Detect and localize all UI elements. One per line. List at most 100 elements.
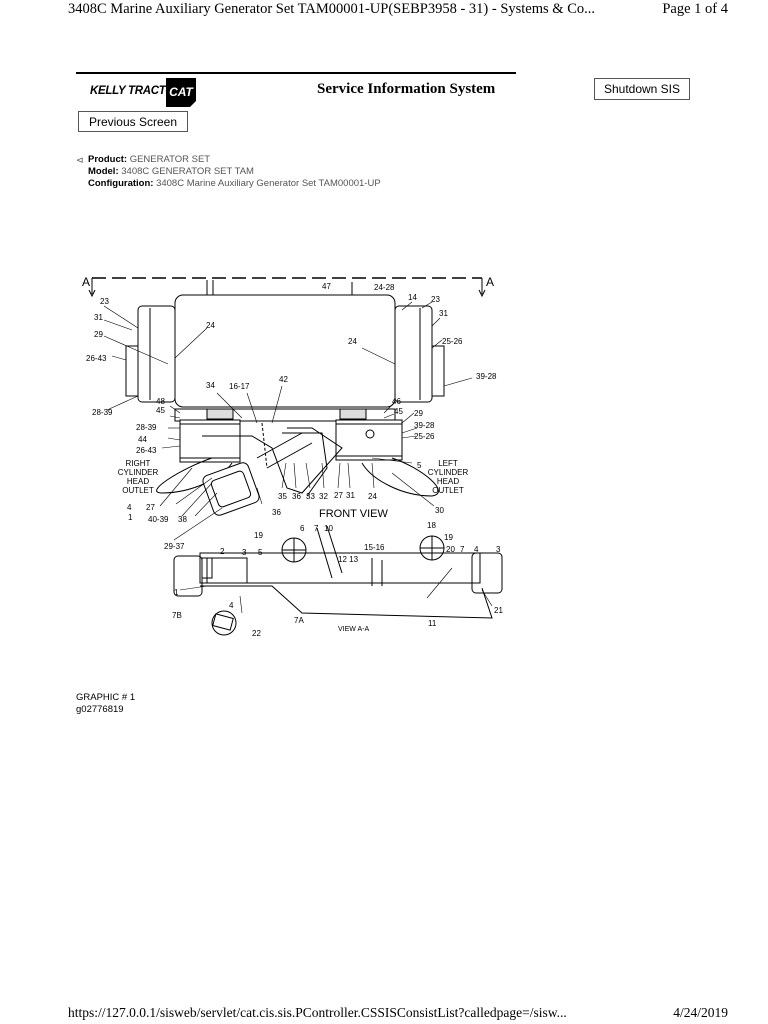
callout-label: 29 (414, 409, 423, 418)
callout-label: 3 (242, 548, 247, 557)
callout-label: 3 (496, 545, 501, 554)
callout-label: 48 (156, 397, 165, 406)
callout-label: 28-39 (136, 423, 157, 432)
document-title: 3408C Marine Auxiliary Generator Set TAM… (68, 1, 595, 17)
callout-label: 46 (392, 397, 401, 406)
callout-label: 36 (292, 492, 301, 501)
right-outlet-line-3: HEAD (127, 477, 149, 486)
callout-label: 5 (258, 548, 263, 557)
callout-label: 19 (444, 533, 453, 542)
sis-title: Service Information System (317, 81, 496, 97)
dealer-logo: KELLY TRACTOR (90, 85, 182, 97)
shutdown-sis-button[interactable]: Shutdown SIS (594, 78, 690, 100)
callout-label: 31 (94, 313, 103, 322)
callout-label: 7A (294, 616, 304, 625)
callout-label: 24-28 (374, 283, 395, 292)
callout-label: 27 (334, 491, 343, 500)
right-outlet-line-4: OUTLET (122, 486, 154, 495)
configuration-value: 3408C Marine Auxiliary Generator Set TAM… (156, 178, 381, 189)
callout-label: 25-26 (414, 432, 435, 441)
callout-label: 27 (146, 503, 155, 512)
view-aa-label: VIEW A-A (338, 626, 369, 633)
left-outlet-line-3: HEAD (437, 477, 459, 486)
callout-label: 7 (460, 545, 465, 554)
callout-label: 24 (206, 321, 215, 330)
callout-label: 29 (94, 330, 103, 339)
callout-label: 18 (427, 521, 436, 530)
callout-label: 28-39 (92, 408, 113, 417)
banner-rule (76, 72, 516, 74)
graphic-number: GRAPHIC # 1 (76, 692, 136, 703)
callout-label: 4 (229, 601, 234, 610)
callout-label: 1 (128, 513, 133, 522)
callout-label: 20 (446, 545, 455, 554)
callout-leaders (103, 301, 493, 614)
section-a-right: A (486, 275, 494, 289)
callout-label: 11 (428, 619, 437, 628)
callout-label: 6 (300, 524, 305, 533)
callout-label: 34 (206, 381, 215, 390)
back-arrow-icon[interactable]: ⊲ (76, 155, 84, 165)
cat-logo: CAT (166, 78, 197, 108)
graphic-caption: GRAPHIC # 1 g02776819 (76, 692, 135, 716)
product-label: Product: (88, 154, 128, 165)
left-outlet-line-2: CYLINDER (428, 468, 469, 477)
callout-label: 39-28 (414, 421, 435, 430)
callout-label: 21 (494, 606, 503, 615)
callout-label: 31 (439, 309, 448, 318)
callout-label: 7B (172, 611, 182, 620)
callout-label: 23 (431, 295, 440, 304)
model-row: Model: 3408C GENERATOR SET TAM (76, 166, 381, 178)
front-view-label: FRONT VIEW (319, 508, 388, 520)
callout-label: 16-17 (229, 382, 250, 391)
right-outlet-line-2: CYLINDER (118, 468, 159, 477)
configuration-row: Configuration: 3408C Marine Auxiliary Ge… (76, 178, 381, 190)
callout-label: 10 (324, 524, 333, 533)
callout-label: 32 (319, 492, 328, 501)
product-info: ⊲ Product: GENERATOR SET Model: 3408C GE… (76, 154, 381, 190)
callout-label: 26-43 (136, 446, 157, 455)
previous-screen-button[interactable]: Previous Screen (78, 111, 188, 132)
callout-label: 45 (394, 407, 403, 416)
callout-label: 15-16 (364, 543, 385, 552)
graphic-id: g02776819 (76, 704, 124, 715)
callout-label: 4 (127, 503, 132, 512)
callout-label: 12 13 (338, 555, 359, 564)
callout-label: 40-39 (148, 515, 169, 524)
footer-url: https://127.0.0.1/sisweb/servlet/cat.cis… (68, 1005, 567, 1020)
left-outlet-line-4: OUTLET (432, 486, 464, 495)
callout-label: 4 (474, 545, 479, 554)
model-label: Model: (88, 166, 119, 177)
callout-label: 29-37 (164, 542, 185, 551)
callout-label: 1 (174, 588, 179, 597)
model-value: 3408C GENERATOR SET TAM (121, 166, 254, 177)
callout-label: 30 (435, 506, 444, 515)
callout-label: 31 (346, 491, 355, 500)
callout-label: 24 (368, 492, 377, 501)
left-outlet-line-1: LEFT (438, 459, 458, 468)
callout-label: 2 (220, 547, 225, 556)
page-number: Page 1 of 4 (662, 1, 728, 17)
callout-label: 26-43 (86, 354, 107, 363)
callout-label: 22 (252, 629, 261, 638)
sis-banner: KELLY TRACTOR CAT Service Information Sy… (76, 72, 692, 110)
callout-label: 36 (272, 508, 281, 517)
exhaust-system-diagram: A A FRONT VIEW VIEW A-A RIGHT CYLINDER H… (82, 275, 503, 638)
right-outlet-line-1: RIGHT (126, 459, 151, 468)
callout-label: 7 (314, 524, 319, 533)
callout-label: 5 (417, 461, 422, 470)
section-a-left: A (82, 275, 90, 289)
product-row: Product: GENERATOR SET (76, 154, 381, 166)
callout-label: 19 (254, 531, 263, 540)
product-value: GENERATOR SET (129, 154, 211, 165)
diagram-labels: A A FRONT VIEW VIEW A-A RIGHT CYLINDER H… (82, 275, 503, 638)
callout-label: 45 (156, 406, 165, 415)
footer-date: 4/24/2019 (673, 1005, 728, 1020)
callout-label: 14 (408, 293, 417, 302)
configuration-label: Configuration: (88, 178, 154, 189)
callout-label: 25-26 (442, 337, 463, 346)
callout-label: 38 (178, 515, 187, 524)
callout-label: 47 (322, 282, 331, 291)
callout-label: 33 (306, 492, 315, 501)
callout-label: 23 (100, 297, 109, 306)
